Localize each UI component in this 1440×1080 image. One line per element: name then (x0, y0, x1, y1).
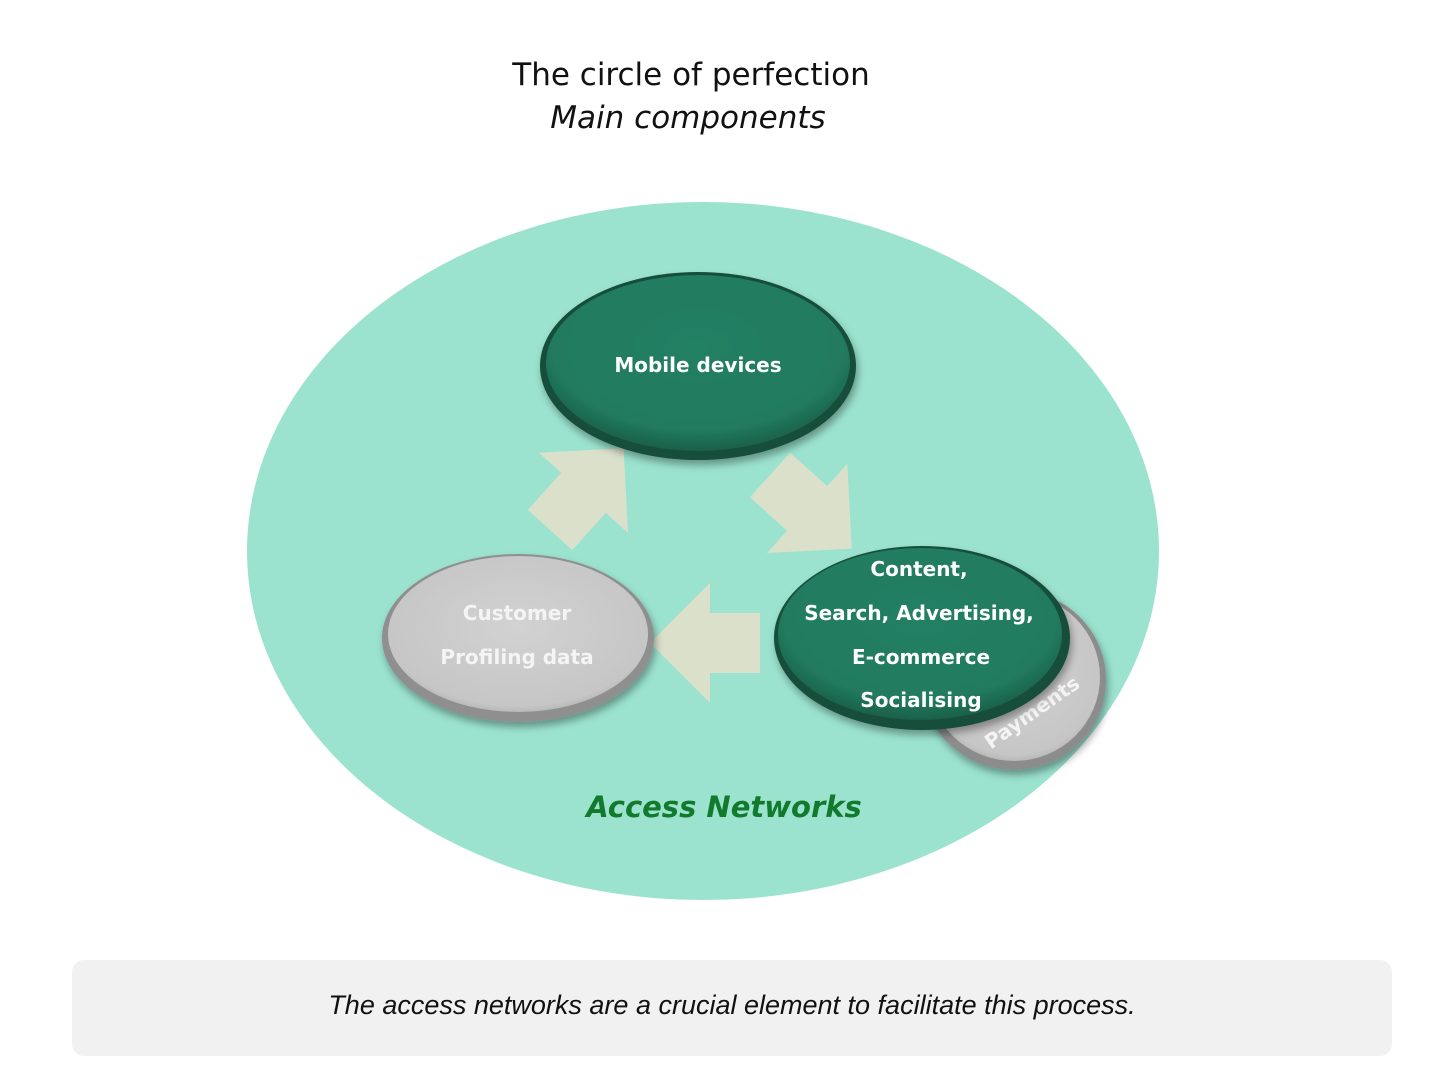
node-content-line-2: Search, Advertising, (804, 601, 1034, 625)
diagram-subtitle: Main components (550, 100, 826, 136)
node-content-line-3: E-commerce (852, 645, 990, 669)
arrow-down-right-icon (749, 452, 852, 554)
arrow-up-right-icon (527, 448, 629, 551)
note-text: The access networks are a crucial elemen… (328, 990, 1136, 1020)
node-customer-line-2: Profiling data (440, 645, 593, 669)
diagram-title: The circle of perfection (512, 57, 870, 93)
node-content-line-4: Socialising (860, 688, 981, 712)
node-content-line-1: Content, (870, 557, 967, 581)
node-mobile-devices-label: Mobile devices (614, 353, 781, 377)
cycle-diagram: Mobile devices Payments Content, Search,… (247, 202, 1159, 900)
arrow-left-icon (650, 583, 760, 703)
node-mobile-devices (540, 272, 856, 460)
access-networks-label: Access Networks (584, 790, 862, 824)
note-box: The access networks are a crucial elemen… (72, 960, 1392, 1056)
node-customer-profiling (382, 554, 654, 722)
node-content (774, 546, 1070, 730)
node-customer-line-1: Customer (463, 601, 572, 625)
